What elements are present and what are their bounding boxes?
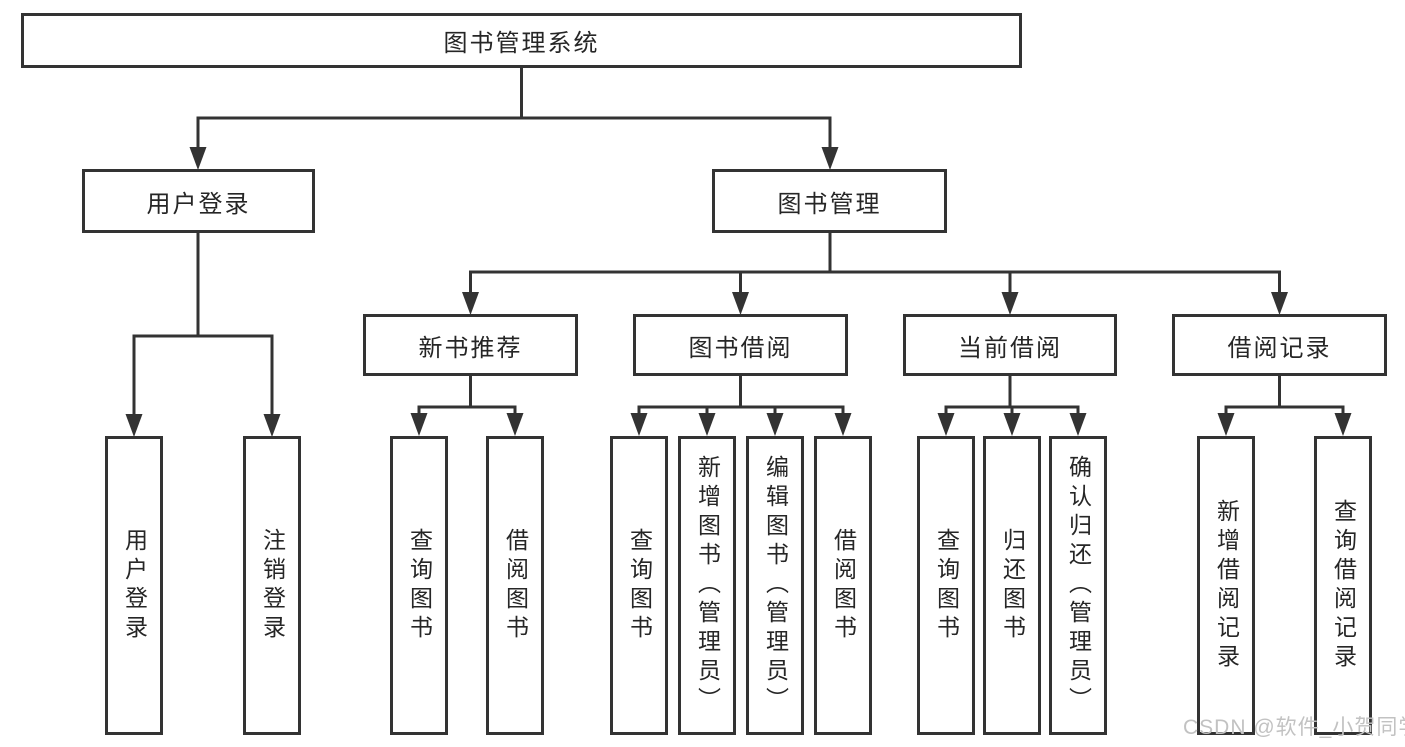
leaf-recommend-borrow-books: 借阅图书 xyxy=(486,436,544,735)
node-current-borrowing: 当前借阅 xyxy=(903,314,1117,376)
node-borrowing-records: 借阅记录 xyxy=(1172,314,1387,376)
leaf-records-query-record: 查询借阅记录 xyxy=(1314,436,1372,735)
node-user-login: 用户登录 xyxy=(82,169,315,233)
leaf-user-login: 用户登录 xyxy=(105,436,163,735)
leaf-borrowing-borrow-books: 借阅图书 xyxy=(814,436,872,735)
leaf-records-add-record: 新增借阅记录 xyxy=(1197,436,1255,735)
leaf-current-confirm-return-admin: 确认归还（管理员） xyxy=(1049,436,1107,735)
leaf-borrowing-query-books: 查询图书 xyxy=(610,436,668,735)
node-book-borrowing: 图书借阅 xyxy=(633,314,848,376)
node-new-book-recommend: 新书推荐 xyxy=(363,314,578,376)
node-book-management: 图书管理 xyxy=(712,169,947,233)
leaf-current-query-books: 查询图书 xyxy=(917,436,975,735)
leaf-recommend-query-books: 查询图书 xyxy=(390,436,448,735)
node-root-system: 图书管理系统 xyxy=(21,13,1022,68)
leaf-borrowing-edit-books-admin: 编辑图书（管理员） xyxy=(746,436,804,735)
csdn-watermark: CSDN @软件_小贺同学 xyxy=(1183,716,1405,739)
leaf-borrowing-add-books-admin: 新增图书（管理员） xyxy=(678,436,736,735)
leaf-logout-login: 注销登录 xyxy=(243,436,301,735)
leaf-current-return-books: 归还图书 xyxy=(983,436,1041,735)
